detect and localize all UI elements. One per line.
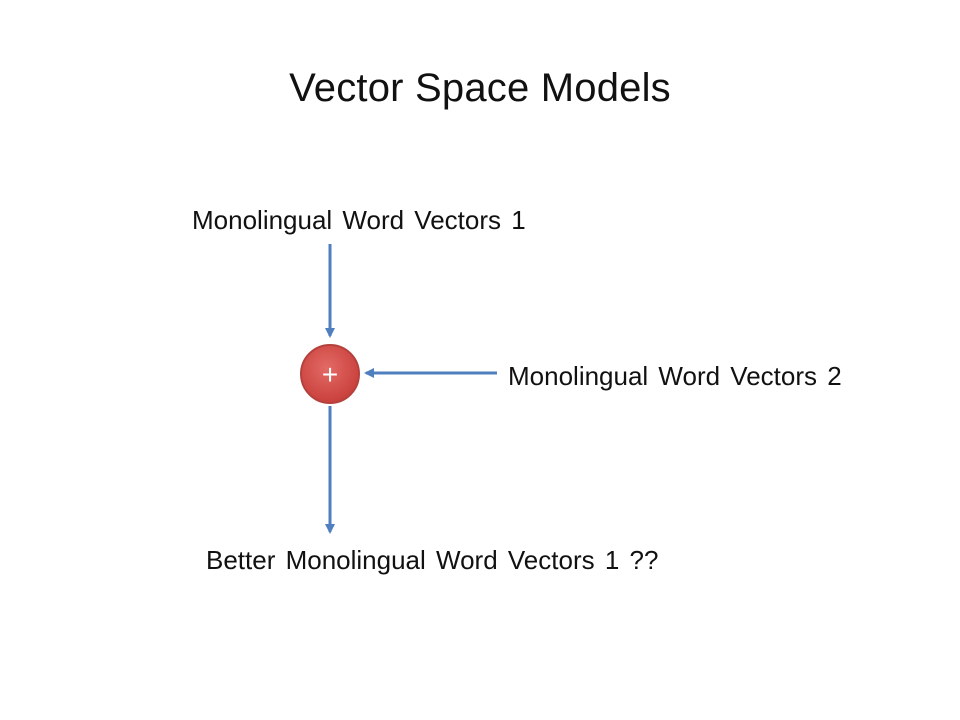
input2-label: Monolingual Word Vectors 2 xyxy=(508,361,842,391)
input1-label: Monolingual Word Vectors 1 xyxy=(192,205,526,235)
combine-symbol: + xyxy=(322,359,338,390)
slide-title: Vector Space Models xyxy=(289,66,671,110)
combine-node: + xyxy=(300,344,360,404)
output-label: Better Monolingual Word Vectors 1 ?? xyxy=(206,545,659,575)
